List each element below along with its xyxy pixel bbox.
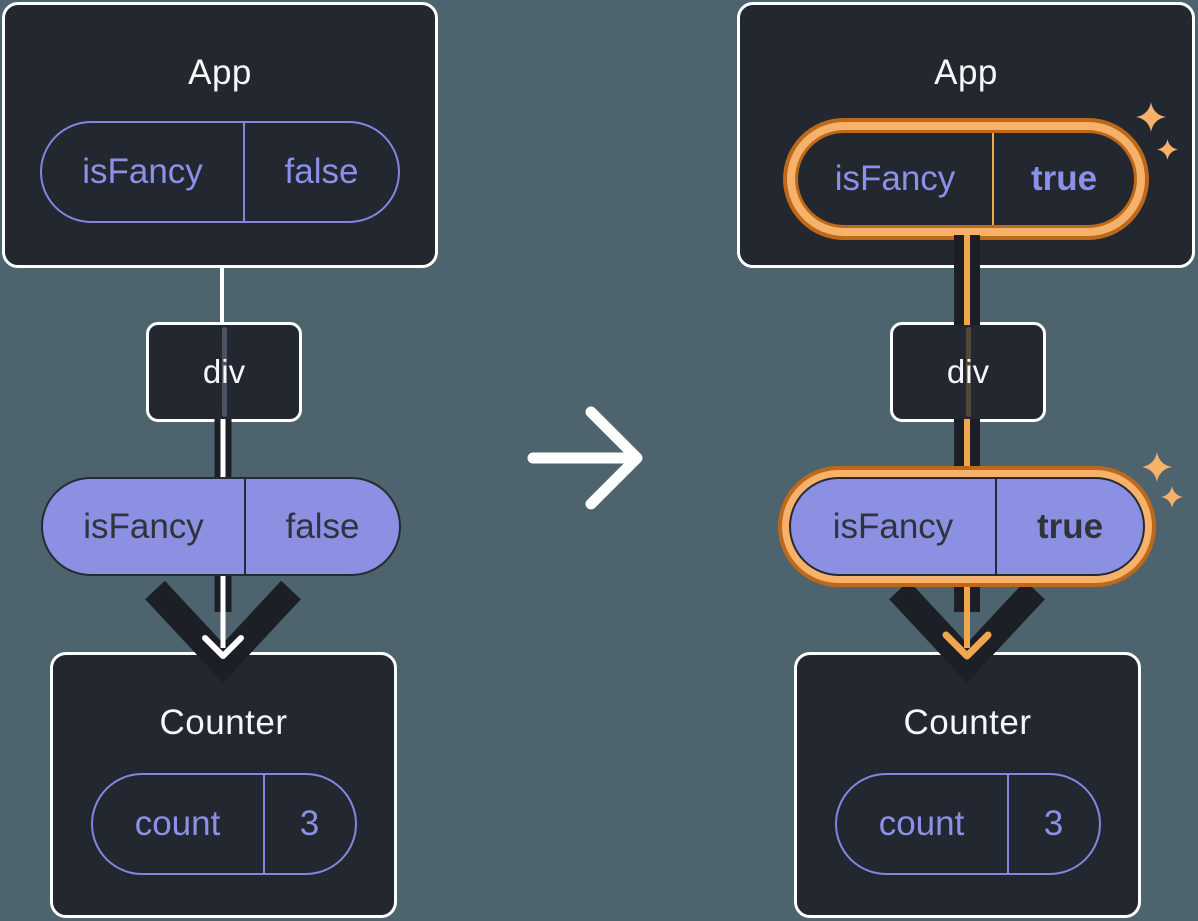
app-state-pill-before: isFancy false: [40, 121, 400, 223]
counter-title: Counter: [159, 703, 288, 742]
prop-flow-line: [964, 235, 970, 325]
prop-value: true: [1036, 506, 1104, 546]
app-state-pill-after-highlighted: isFancy true: [798, 133, 1134, 225]
state-value: 3: [1043, 804, 1064, 843]
state-value: false: [284, 152, 359, 191]
counter-title: Counter: [903, 703, 1032, 742]
connector-line-after: [954, 235, 980, 325]
div-node-box-after: div: [890, 322, 1046, 422]
sparkles-icon: [1161, 486, 1183, 508]
app-component-box-before: App isFancy false: [2, 2, 438, 268]
right-arrow-icon: [527, 406, 643, 510]
sparkles-icon: [1142, 452, 1172, 482]
down-arrow-icon: [889, 419, 1045, 683]
state-value: 3: [299, 804, 320, 843]
app-title: App: [188, 53, 252, 92]
prop-passthrough-line: [221, 327, 227, 417]
connector-line-before: [220, 265, 224, 325]
sparkles-icon: [1157, 139, 1178, 160]
counter-state-pill-after: count 3: [834, 773, 1101, 875]
state-name: isFancy: [798, 133, 994, 225]
prop-passthrough-line: [965, 327, 971, 417]
div-label: div: [946, 353, 990, 390]
counter-component-box-after: Counter count 3: [794, 652, 1141, 918]
passed-prop-pill-before: isFancy false: [41, 477, 401, 576]
down-arrow-icon: [145, 419, 301, 683]
app-component-box-after: App isFancy true: [737, 2, 1195, 268]
state-name: isFancy: [42, 123, 245, 221]
div-label: div: [202, 353, 246, 390]
passed-prop-pill-after-highlighted: isFancy true: [789, 477, 1145, 576]
prop-value: false: [285, 506, 360, 546]
prop-name: isFancy: [791, 479, 997, 574]
app-title: App: [934, 53, 998, 92]
state-name: count: [93, 775, 265, 873]
prop-name: isFancy: [43, 479, 246, 574]
state-name: count: [837, 775, 1009, 873]
div-node-box-before: div: [146, 322, 302, 422]
counter-state-pill-before: count 3: [90, 773, 357, 875]
state-value: true: [1030, 159, 1098, 198]
sparkles-icon: [1136, 102, 1166, 132]
